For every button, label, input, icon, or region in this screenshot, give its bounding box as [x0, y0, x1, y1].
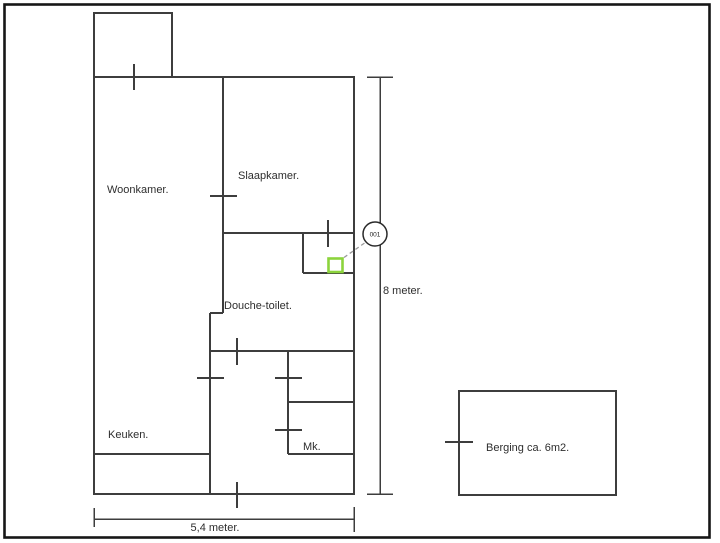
room-label-berging: Berging ca. 6m2.: [486, 442, 569, 454]
dimension-label-height: 8 meter.: [383, 285, 423, 297]
dimension-label-width: 5,4 meter.: [191, 522, 240, 534]
hotspot-marker-001[interactable]: 001: [362, 221, 388, 247]
room-label-woonkamer: Woonkamer.: [107, 184, 169, 196]
hotspot-leader-line: [343, 241, 367, 259]
hotspot-label[interactable]: 001: [370, 232, 381, 239]
hotspot-circle[interactable]: [362, 221, 388, 247]
room-label-slaapkamer: Slaapkamer.: [238, 170, 299, 182]
room-label-douche-toilet: Douche-toilet.: [224, 300, 292, 312]
top-protrusion-outline: [93, 12, 173, 77]
berging-outline: [458, 390, 617, 496]
hotspot-target-square[interactable]: [327, 257, 344, 274]
image-border: [3, 3, 711, 539]
room-label-keuken: Keuken.: [108, 429, 148, 441]
room-label-mk: Mk.: [303, 441, 321, 453]
